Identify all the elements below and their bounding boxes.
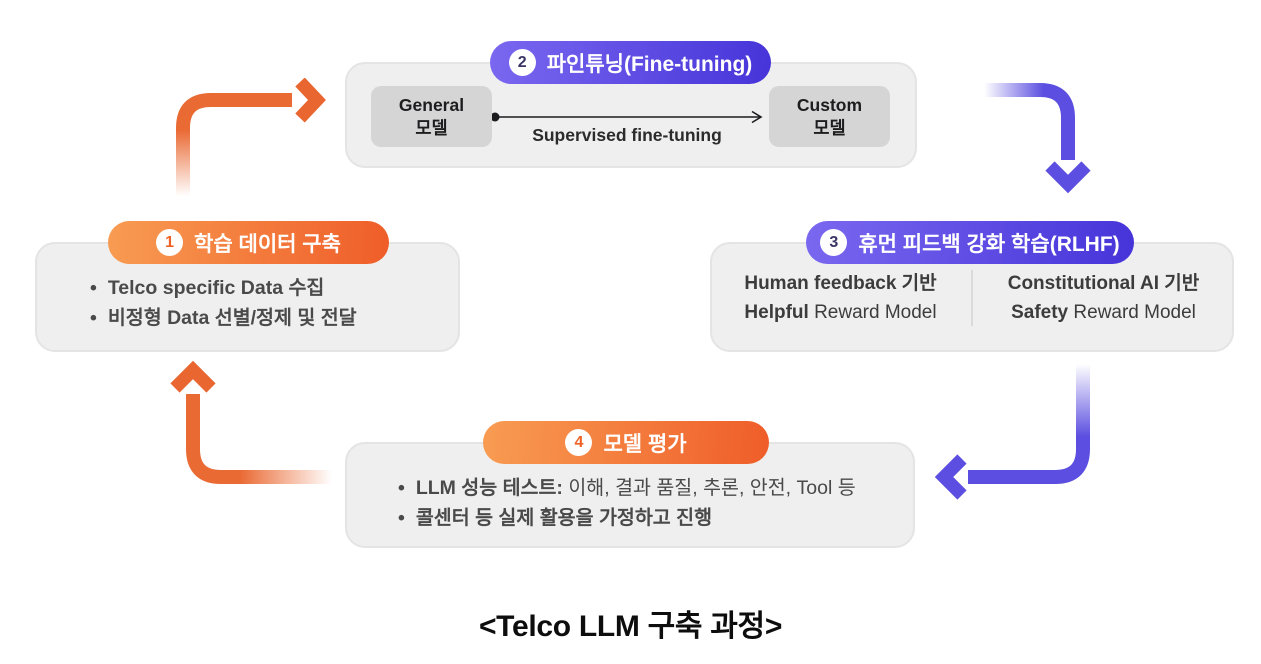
step4-bullet-2: 콜센터 등 실제 활용을 가정하고 진행 xyxy=(398,503,856,533)
rlhf-right-column: Constitutional AI 기반 Safety Reward Model xyxy=(973,269,1234,327)
step2-number-circle: 2 xyxy=(508,49,536,76)
general-model-box: General 모델 xyxy=(371,86,492,147)
step1-bullet-2: 비정형 Data 선별/정제 및 전달 xyxy=(90,303,357,333)
rlhf-column-divider xyxy=(971,270,973,326)
step4-badge-label: 모델 평가 xyxy=(603,432,687,456)
rlhf-right-line2-rest: Reward Model xyxy=(1068,302,1196,323)
step1-number-circle: 1 xyxy=(156,229,184,256)
step1-bullet-list: Telco specific Data 수집 비정형 Data 선별/정제 및 … xyxy=(90,273,357,333)
custom-model-sublabel: 모델 xyxy=(813,117,846,138)
supervised-finetuning-arrow-icon xyxy=(490,110,763,124)
general-model-label: General xyxy=(398,94,465,115)
step4-number-circle: 4 xyxy=(565,429,593,456)
supervised-finetuning-label: Supervised fine-tuning xyxy=(532,125,722,145)
step4-bullet-1-bold: LLM 성능 테스트: xyxy=(415,477,563,499)
curved-arrow-step4-to-step1-icon xyxy=(170,360,332,484)
step3-content: Human feedback 기반 Helpful Reward Model C… xyxy=(710,269,1234,327)
curved-arrow-step3-to-step4-icon xyxy=(934,364,1090,500)
rlhf-right-line1: Constitutional AI 기반 xyxy=(1007,273,1200,294)
step1-badge: 1 학습 데이터 구축 xyxy=(108,221,389,264)
step3-badge: 3 휴먼 피드백 강화 학습(RLHF) xyxy=(806,221,1134,264)
rlhf-left-line1: Human feedback 기반 xyxy=(744,273,937,294)
step4-bullet-list: LLM 성능 테스트: 이해, 결과 품질, 추론, 안전, Tool 등 콜센… xyxy=(398,473,856,533)
step1-badge-label: 학습 데이터 구축 xyxy=(194,232,341,256)
rlhf-left-line2-bold: Helpful xyxy=(744,302,809,323)
diagram-caption: <Telco LLM 구축 과정> xyxy=(478,610,783,643)
rlhf-left-column: Human feedback 기반 Helpful Reward Model xyxy=(710,269,971,327)
step3-badge-label: 휴먼 피드백 강화 학습(RLHF) xyxy=(858,232,1120,256)
step3-number-circle: 3 xyxy=(820,229,848,256)
rlhf-left-line2-rest: Reward Model xyxy=(808,302,937,323)
step4-bullet-1-rest: 이해, 결과 품질, 추론, 안전, Tool 등 xyxy=(562,477,856,499)
rlhf-right-line2-bold: Safety xyxy=(1011,302,1069,323)
rlhf-right-line2: Safety Reward Model xyxy=(973,298,1234,327)
step4-badge: 4 모델 평가 xyxy=(483,421,769,464)
custom-model-label: Custom xyxy=(796,94,863,115)
general-model-sublabel: 모델 xyxy=(415,117,448,138)
custom-model-box: Custom 모델 xyxy=(769,86,890,147)
curved-arrow-step1-to-step2-icon xyxy=(176,78,326,196)
curved-arrow-step2-to-step3-icon xyxy=(984,83,1091,194)
step4-bullet-1: LLM 성능 테스트: 이해, 결과 품질, 추론, 안전, Tool 등 xyxy=(398,473,856,503)
rlhf-left-line2: Helpful Reward Model xyxy=(710,298,971,327)
step1-bullet-1: Telco specific Data 수집 xyxy=(90,273,357,303)
step2-badge: 2 파인튜닝(Fine-tuning) xyxy=(490,41,771,84)
step2-badge-label: 파인튜닝(Fine-tuning) xyxy=(546,52,753,76)
